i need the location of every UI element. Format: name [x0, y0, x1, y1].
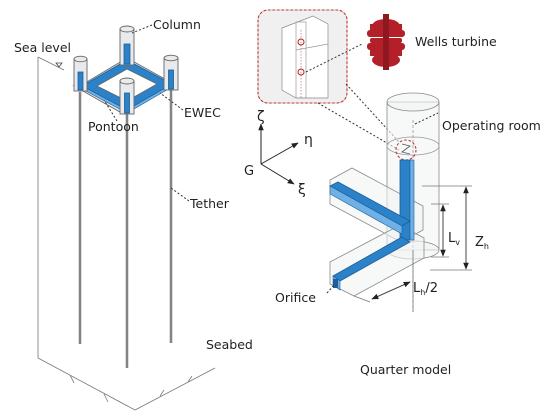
label-column: Column [153, 17, 201, 32]
label-tether: Tether [189, 196, 230, 211]
dim-zh: Zh [475, 235, 489, 251]
dimension-lines [353, 185, 472, 312]
column-left [73, 55, 88, 92]
label-ewec: EWEC [184, 105, 221, 120]
axis-eta-label: η [304, 132, 313, 148]
label-operating-room: Operating room [442, 118, 541, 133]
quarter-model [326, 92, 440, 312]
wells-turbine-icon [367, 14, 405, 70]
dim-lv: Lv [448, 231, 460, 247]
label-wells-turbine: Wells turbine [415, 34, 497, 49]
label-sea-level: Sea level [14, 40, 71, 55]
seabed-frame [37, 57, 216, 411]
dim-lh-half: Lh/2 [413, 281, 438, 297]
axis-origin-label: G [244, 164, 254, 179]
coordinate-axes: ζ η ξ G [244, 109, 313, 198]
label-pontoon: Pontoon [88, 119, 139, 134]
label-seabed: Seabed [206, 337, 253, 352]
platform-overview: Column Sea level EWEC Pontoon Tether Sea… [14, 17, 253, 411]
orifice-opening [333, 279, 338, 288]
column-back [119, 25, 135, 66]
column-right [163, 54, 179, 91]
column-front [119, 77, 135, 115]
columns [73, 25, 179, 115]
axis-zeta-label: ζ [257, 109, 265, 125]
label-orifice: Orifice [275, 290, 316, 305]
axis-xi-label: ξ [298, 182, 306, 198]
tethers [78, 89, 173, 368]
turbine-inset [257, 9, 363, 104]
sea-level-marker [37, 56, 65, 71]
label-quarter-model: Quarter model [360, 362, 451, 377]
